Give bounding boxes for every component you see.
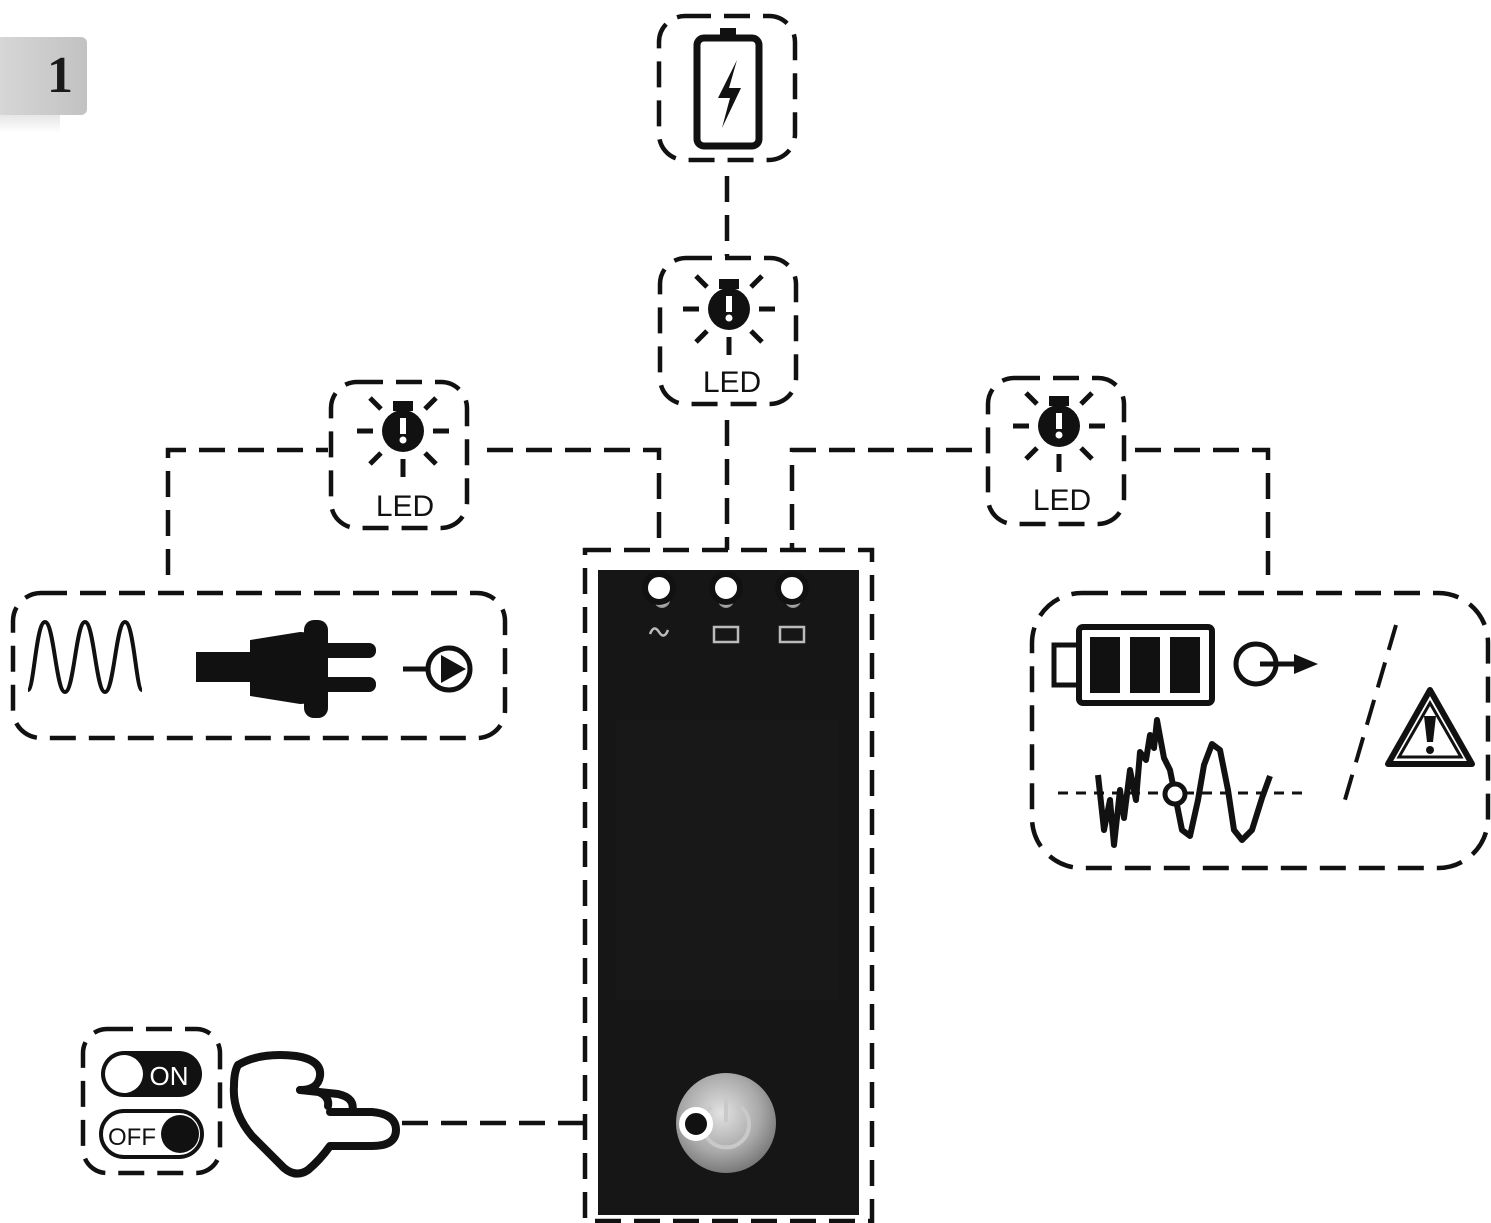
warning-triangle-icon	[1385, 687, 1475, 767]
output-arrow-icon	[1233, 641, 1318, 687]
led-box-left: LED	[328, 379, 470, 531]
connector-right-battery	[1135, 447, 1271, 575]
led-indicator-icon	[357, 396, 449, 477]
ups-front-panel	[582, 547, 875, 1223]
led-indicator-icon	[683, 274, 775, 355]
separator-slash	[1340, 624, 1398, 811]
led-indicator-icon	[1013, 391, 1105, 472]
toggle-off-label: OFF	[108, 1124, 156, 1151]
battery-charging-box	[656, 13, 798, 163]
pointing-hand-icon	[229, 1051, 400, 1178]
step-badge	[0, 37, 87, 115]
step-number: 1	[47, 47, 73, 104]
ac-sine-wave-icon	[26, 619, 144, 695]
input-arrow-icon	[403, 645, 473, 693]
power-plug-icon	[196, 620, 376, 718]
led-box-center: LED	[657, 255, 799, 407]
battery-full-icon	[1051, 624, 1215, 706]
led-label-right: LED	[1033, 484, 1091, 517]
led-box-right: LED	[985, 375, 1127, 527]
toggle-on: ON	[101, 1051, 202, 1097]
power-button-marker	[679, 1107, 713, 1141]
device-led-ac	[642, 571, 676, 637]
battery-output-box	[1029, 590, 1491, 871]
connector-right-led	[789, 447, 972, 580]
device-led-battery	[709, 571, 743, 644]
led-label-left: LED	[376, 490, 434, 523]
connector-left-ac	[165, 447, 328, 575]
battery-charging-icon	[693, 28, 763, 150]
distorted-waveform-icon	[1058, 717, 1306, 848]
device-led-fault	[775, 571, 809, 644]
connector-left-led	[487, 447, 662, 580]
led-label-center: LED	[703, 366, 761, 399]
toggle-on-label: ON	[150, 1061, 189, 1091]
ac-input-box	[10, 590, 508, 741]
on-off-toggle-box: ON OFF	[80, 1026, 223, 1176]
step-badge-shadow	[0, 115, 60, 133]
toggle-off: OFF	[99, 1109, 204, 1159]
